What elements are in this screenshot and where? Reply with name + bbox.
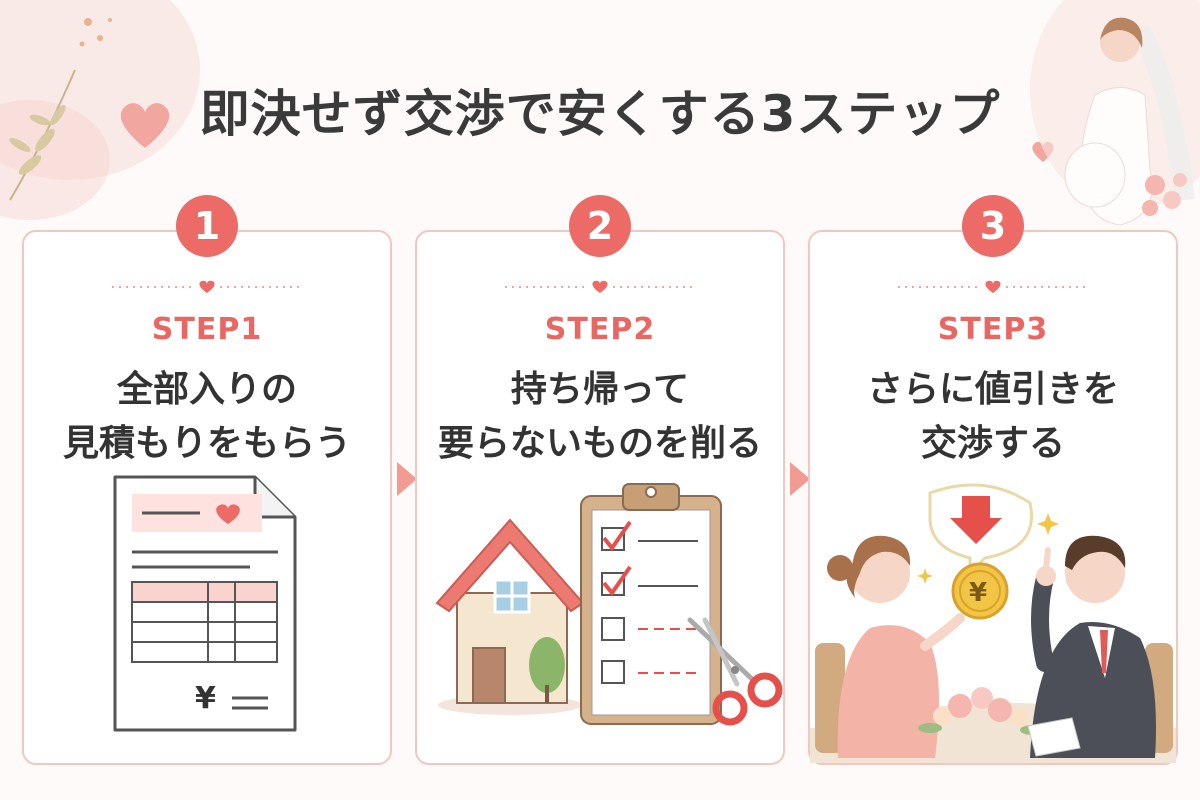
- step-text-2-line2: 要らないものを削る: [437, 423, 762, 464]
- step-number-badge-2: 2: [569, 195, 631, 257]
- heart-icon: [120, 103, 170, 148]
- step-label-2: STEP2: [544, 312, 656, 347]
- checklist-clipboard-icon: [580, 483, 722, 725]
- step-number-badge-3: 3: [962, 195, 1024, 257]
- dotted-divider-heart: [505, 280, 695, 293]
- house-icon: [435, 518, 585, 715]
- step-text-3-line1: さらに値引きを: [866, 369, 1119, 410]
- step-text-2-line1: 持ち帰って: [510, 369, 690, 410]
- step-text-1-line2: 見積もりをもらう: [62, 423, 351, 464]
- yen-coin-symbol: ¥: [969, 578, 987, 608]
- step-label-1: STEP1: [151, 312, 263, 347]
- dotted-divider-heart: [898, 280, 1088, 293]
- scissors-icon: [687, 617, 783, 726]
- page-title: 即決せず交渉で安くする3ステップ: [199, 85, 1001, 143]
- estimate-document-icon: ¥: [113, 475, 297, 732]
- next-arrow-1: [397, 462, 417, 496]
- step-label-3: STEP3: [937, 312, 1049, 347]
- step-text-1-line1: 全部入りの: [116, 369, 297, 410]
- pregnant-bride-illustration: [1030, 0, 1200, 226]
- step-text-3-line2: 交渉する: [920, 423, 1065, 464]
- dotted-divider-heart: [112, 280, 302, 293]
- step-number-badge-1: 1: [176, 195, 238, 257]
- yen-symbol: ¥: [195, 681, 216, 716]
- next-arrow-2: [790, 462, 810, 496]
- leaf-branch-icon: [9, 69, 76, 201]
- negotiation-scene-illustration: ¥: [810, 483, 1176, 763]
